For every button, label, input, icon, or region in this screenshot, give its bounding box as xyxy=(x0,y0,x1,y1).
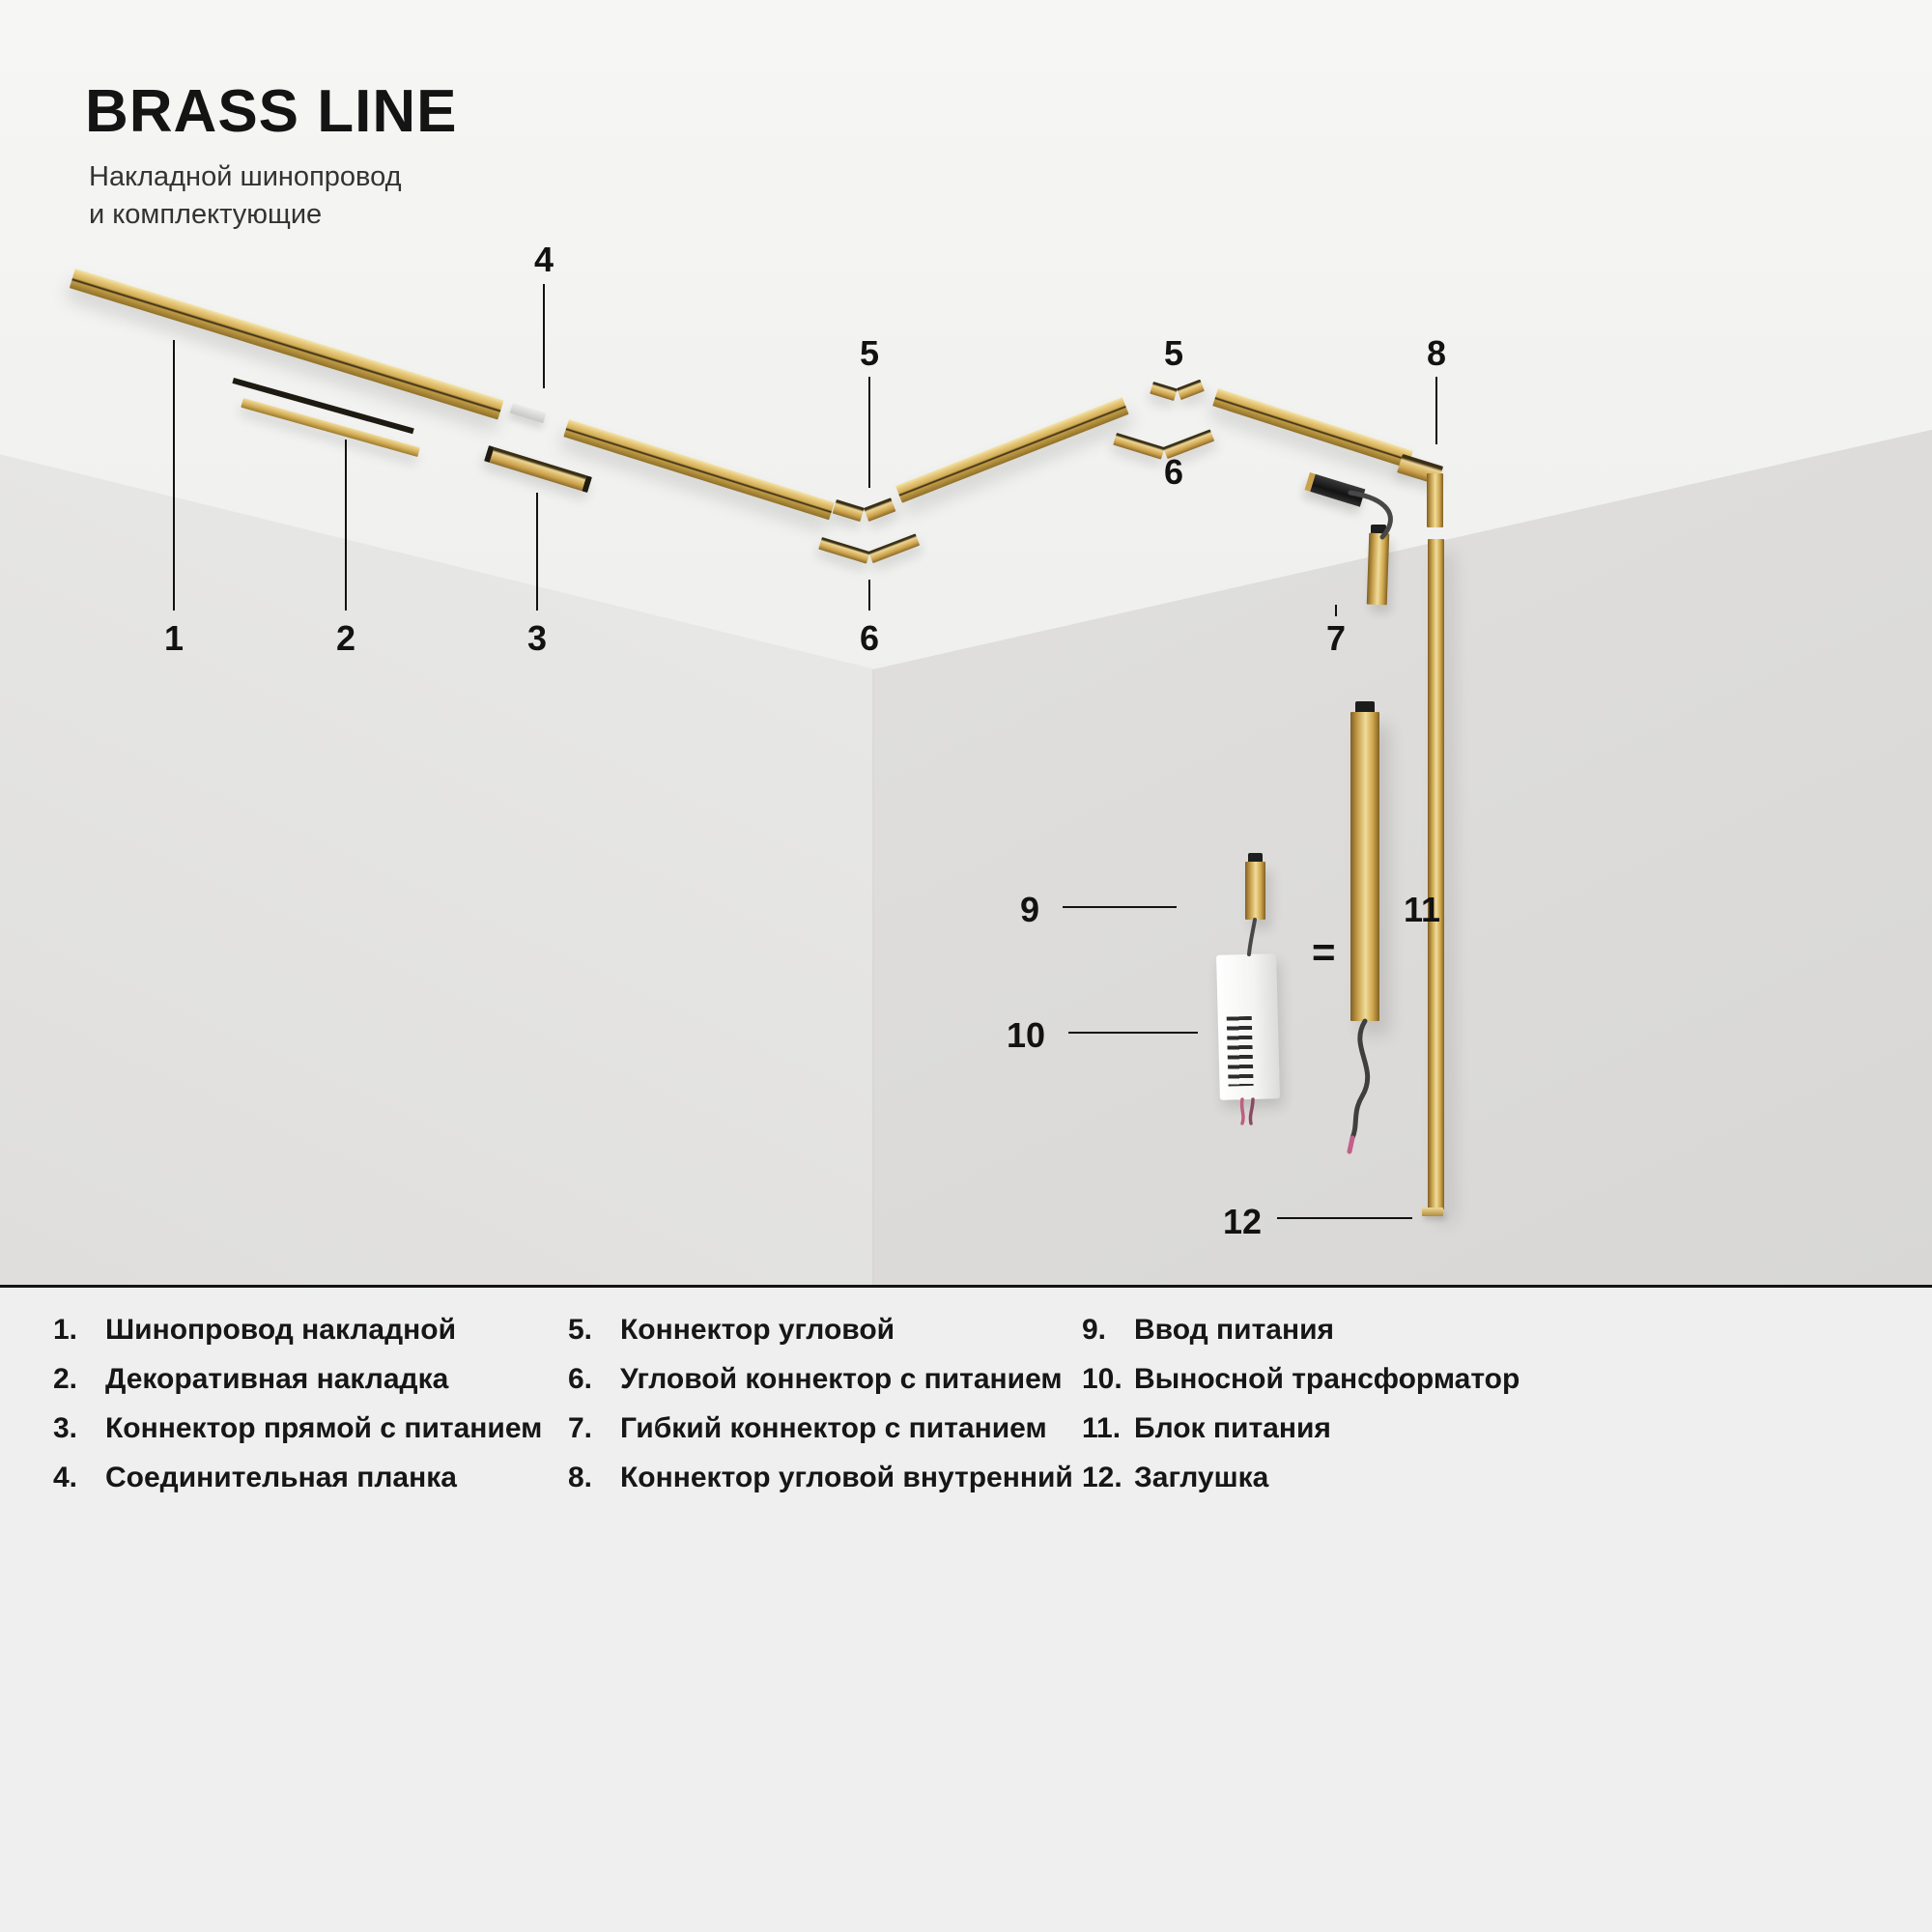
legend-item-label: Соединительная планка xyxy=(105,1462,457,1493)
callout-number-12: 12 xyxy=(1222,1202,1263,1241)
callout-line-2 xyxy=(345,440,347,611)
legend-item: 11. Блок питания xyxy=(1082,1412,1520,1445)
legend-item-label: Заглушка xyxy=(1134,1462,1269,1493)
wall-track xyxy=(1428,539,1444,1209)
power-supply-11 xyxy=(1350,712,1379,1021)
legend-divider xyxy=(0,1285,1932,1288)
legend-item-number: 6. xyxy=(568,1363,593,1395)
callout-number-10: 10 xyxy=(1006,1015,1046,1055)
legend-item-label: Декоративная накладка xyxy=(105,1363,449,1395)
callout-number-9: 9 xyxy=(1019,890,1040,929)
callout-line-10 xyxy=(1068,1032,1198,1034)
callout-line-7 xyxy=(1335,605,1337,616)
callout-number-5b: 5 xyxy=(1163,333,1184,373)
callout-line-8 xyxy=(1435,377,1437,444)
legend-item-label: Ввод питания xyxy=(1134,1314,1335,1346)
power-input-9 xyxy=(1245,862,1265,920)
legend-item-label: Коннектор прямой с питанием xyxy=(105,1412,543,1444)
subtitle-line-1: Накладной шинопровод xyxy=(89,161,402,192)
legend-item: 10. Выносной трансформатор xyxy=(1082,1363,1520,1396)
callout-number-8: 8 xyxy=(1426,333,1447,373)
page-title: BRASS LINE xyxy=(85,78,458,145)
legend-item-number: 12. xyxy=(1082,1462,1122,1493)
wall-corner-edge xyxy=(872,669,874,1287)
legend-column-2: 5. Коннектор угловой 6. Угловой коннекто… xyxy=(568,1314,1073,1494)
remote-transformer-10 xyxy=(1216,953,1280,1100)
legend-item: 9. Ввод питания xyxy=(1082,1314,1520,1347)
legend-item: 6. Угловой коннектор с питанием xyxy=(568,1363,1073,1396)
legend-item-label: Выносной трансформатор xyxy=(1134,1363,1520,1395)
callout-number-11: 11 xyxy=(1403,890,1441,929)
legend-item-number: 8. xyxy=(568,1462,593,1493)
legend-item-number: 4. xyxy=(53,1462,78,1493)
legend-item: 7. Гибкий коннектор с питанием xyxy=(568,1412,1073,1445)
legend-item-label: Угловой коннектор с питанием xyxy=(620,1363,1063,1395)
callout-line-6 xyxy=(868,580,870,611)
callout-line-12 xyxy=(1277,1217,1412,1219)
legend-item-label: Коннектор угловой внутренний xyxy=(620,1462,1073,1493)
legend-item: 3. Коннектор прямой с питанием xyxy=(53,1412,542,1445)
flexible-power-connector-7-tail xyxy=(1366,532,1390,606)
legend-item-number: 10. xyxy=(1082,1363,1122,1395)
callout-number-6: 6 xyxy=(859,618,880,658)
legend-item: 8. Коннектор угловой внутренний xyxy=(568,1462,1073,1494)
callout-line-3 xyxy=(536,493,538,611)
callout-number-3: 3 xyxy=(526,618,548,658)
subtitle-line-2: и комплектующие xyxy=(89,198,323,230)
legend-item-number: 5. xyxy=(568,1314,593,1346)
legend-item-number: 11. xyxy=(1082,1412,1122,1444)
legend-item-label: Гибкий коннектор с питанием xyxy=(620,1412,1047,1444)
page-subtitle: Накладной шинопровод и комплектующие xyxy=(89,158,402,234)
callout-line-5 xyxy=(868,377,870,488)
power-input-9-cap xyxy=(1248,853,1263,864)
callout-line-4 xyxy=(543,284,545,388)
legend-item: 12. Заглушка xyxy=(1082,1462,1520,1494)
transformer-vents xyxy=(1226,1015,1254,1087)
legend-item-label: Блок питания xyxy=(1134,1412,1331,1444)
callout-line-9 xyxy=(1063,906,1177,908)
callout-number-2: 2 xyxy=(335,618,356,658)
legend-item: 2. Декоративная накладка xyxy=(53,1363,542,1396)
equals-sign: = xyxy=(1312,929,1336,975)
callout-line-1 xyxy=(173,340,175,611)
legend-item-label: Шинопровод накладной xyxy=(105,1314,457,1346)
legend-item: 1. Шинопровод накладной xyxy=(53,1314,542,1347)
legend-item-number: 3. xyxy=(53,1412,78,1444)
legend-item-number: 2. xyxy=(53,1363,78,1395)
legend-item-number: 7. xyxy=(568,1412,593,1444)
callout-number-5: 5 xyxy=(859,333,880,373)
legend-item-label: Коннектор угловой xyxy=(620,1314,895,1346)
callout-number-6b: 6 xyxy=(1163,452,1184,492)
legend-item-number: 9. xyxy=(1082,1314,1107,1346)
legend-column-1: 1. Шинопровод накладной 2. Декоративная … xyxy=(53,1314,542,1494)
legend-item: 5. Коннектор угловой xyxy=(568,1314,1073,1347)
legend-item-number: 1. xyxy=(53,1314,78,1346)
legend-column-3: 9. Ввод питания 10. Выносной трансформат… xyxy=(1082,1314,1520,1494)
callout-number-7: 7 xyxy=(1325,618,1347,658)
callout-number-1: 1 xyxy=(163,618,185,658)
legend-item: 4. Соединительная планка xyxy=(53,1462,542,1494)
inner-corner-connector-8-stub xyxy=(1427,473,1443,527)
end-cap-12 xyxy=(1422,1208,1443,1216)
callout-number-4: 4 xyxy=(533,240,554,279)
power-supply-11-cap xyxy=(1355,701,1375,715)
